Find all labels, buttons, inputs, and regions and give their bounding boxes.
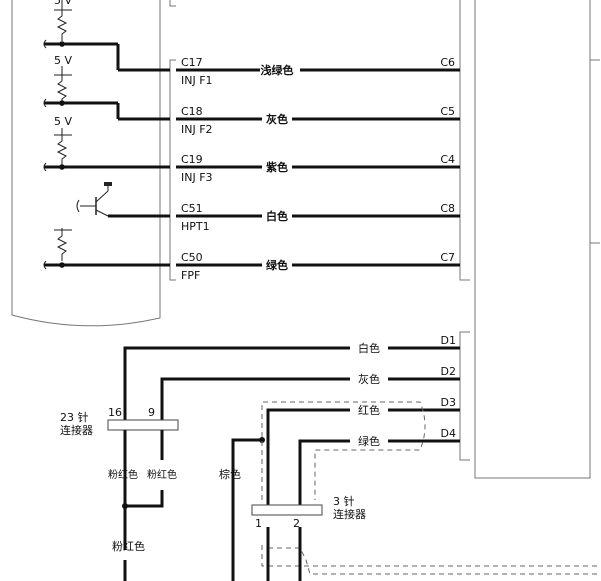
d-wire-color-label: 绿色 bbox=[358, 434, 380, 448]
supply-5v-label-3: 5 V bbox=[54, 115, 72, 128]
connector23-pin-a: 16 bbox=[108, 406, 122, 419]
ecu-signal-label: INJ F1 bbox=[181, 74, 213, 87]
ecu-signal-label: FPF bbox=[181, 269, 200, 282]
c-connector-bracket bbox=[459, 0, 470, 281]
d-connector-bracket bbox=[459, 331, 470, 461]
c-connector-pin-label: C5 bbox=[440, 105, 455, 118]
connector-3pin bbox=[251, 504, 323, 516]
wire-color-label: 绿色 bbox=[266, 258, 288, 272]
c-connector-pin-label: C6 bbox=[440, 56, 455, 69]
connector23-pin-b: 9 bbox=[148, 406, 155, 419]
supply-5v-label-1: 5 V bbox=[54, 0, 72, 7]
wire-color-label: 灰色 bbox=[266, 112, 288, 126]
wire-color-label: 紫色 bbox=[266, 160, 288, 174]
wire-label-pink-b: 粉红色 bbox=[147, 468, 177, 481]
ecu-module-top-bracket bbox=[169, 0, 176, 7]
d-wire-color-label: 红色 bbox=[358, 403, 380, 417]
wire-label-brown: 棕色 bbox=[219, 467, 241, 481]
d-connector-pin-label: D3 bbox=[441, 396, 456, 409]
c-connector-pin-label: C7 bbox=[440, 251, 455, 264]
ecu-module-outline bbox=[11, 0, 161, 327]
ecu-pin-label: C50 bbox=[181, 251, 203, 264]
connector23-name: 23 针 bbox=[60, 410, 89, 424]
c-connector-pin-label: C8 bbox=[440, 202, 455, 215]
wire-label-pink-main: 粉红色 bbox=[112, 539, 145, 553]
connector3-name-2: 连接器 bbox=[333, 508, 366, 521]
c-connector-pin-label: C4 bbox=[440, 153, 455, 166]
supply-5v-label-2: 5 V bbox=[54, 54, 72, 67]
connector-23pin bbox=[107, 419, 179, 431]
ecu-connector-bracket bbox=[169, 59, 176, 281]
wire-label-pink-a: 粉红色 bbox=[108, 468, 138, 481]
connector23-name-2: 连接器 bbox=[60, 424, 93, 437]
d-connector-pin-label: D2 bbox=[441, 365, 456, 378]
ecu-pin-label: C18 bbox=[181, 105, 203, 118]
ecu-signal-label: INJ F3 bbox=[181, 171, 213, 184]
ecu-signal-label: HPT1 bbox=[181, 220, 210, 233]
d-connector-pin-label: D4 bbox=[441, 427, 456, 440]
d-wire-color-label: 白色 bbox=[358, 341, 380, 355]
wire-color-label: 白色 bbox=[266, 209, 288, 223]
right-module-outline bbox=[474, 0, 591, 479]
ecu-pin-label: C19 bbox=[181, 153, 203, 166]
d-wire-color-label: 灰色 bbox=[358, 372, 380, 386]
connector3-pin-a: 1 bbox=[255, 517, 262, 530]
connector3-pin-b: 2 bbox=[293, 517, 300, 530]
ecu-signal-label: INJ F2 bbox=[181, 123, 213, 136]
connector3-name: 3 针 bbox=[333, 494, 355, 508]
ecu-pin-label: C17 bbox=[181, 56, 203, 69]
d-connector-pin-label: D1 bbox=[441, 334, 456, 347]
wire-color-label: 浅绿色 bbox=[261, 63, 294, 77]
ecu-pin-label: C51 bbox=[181, 202, 203, 215]
